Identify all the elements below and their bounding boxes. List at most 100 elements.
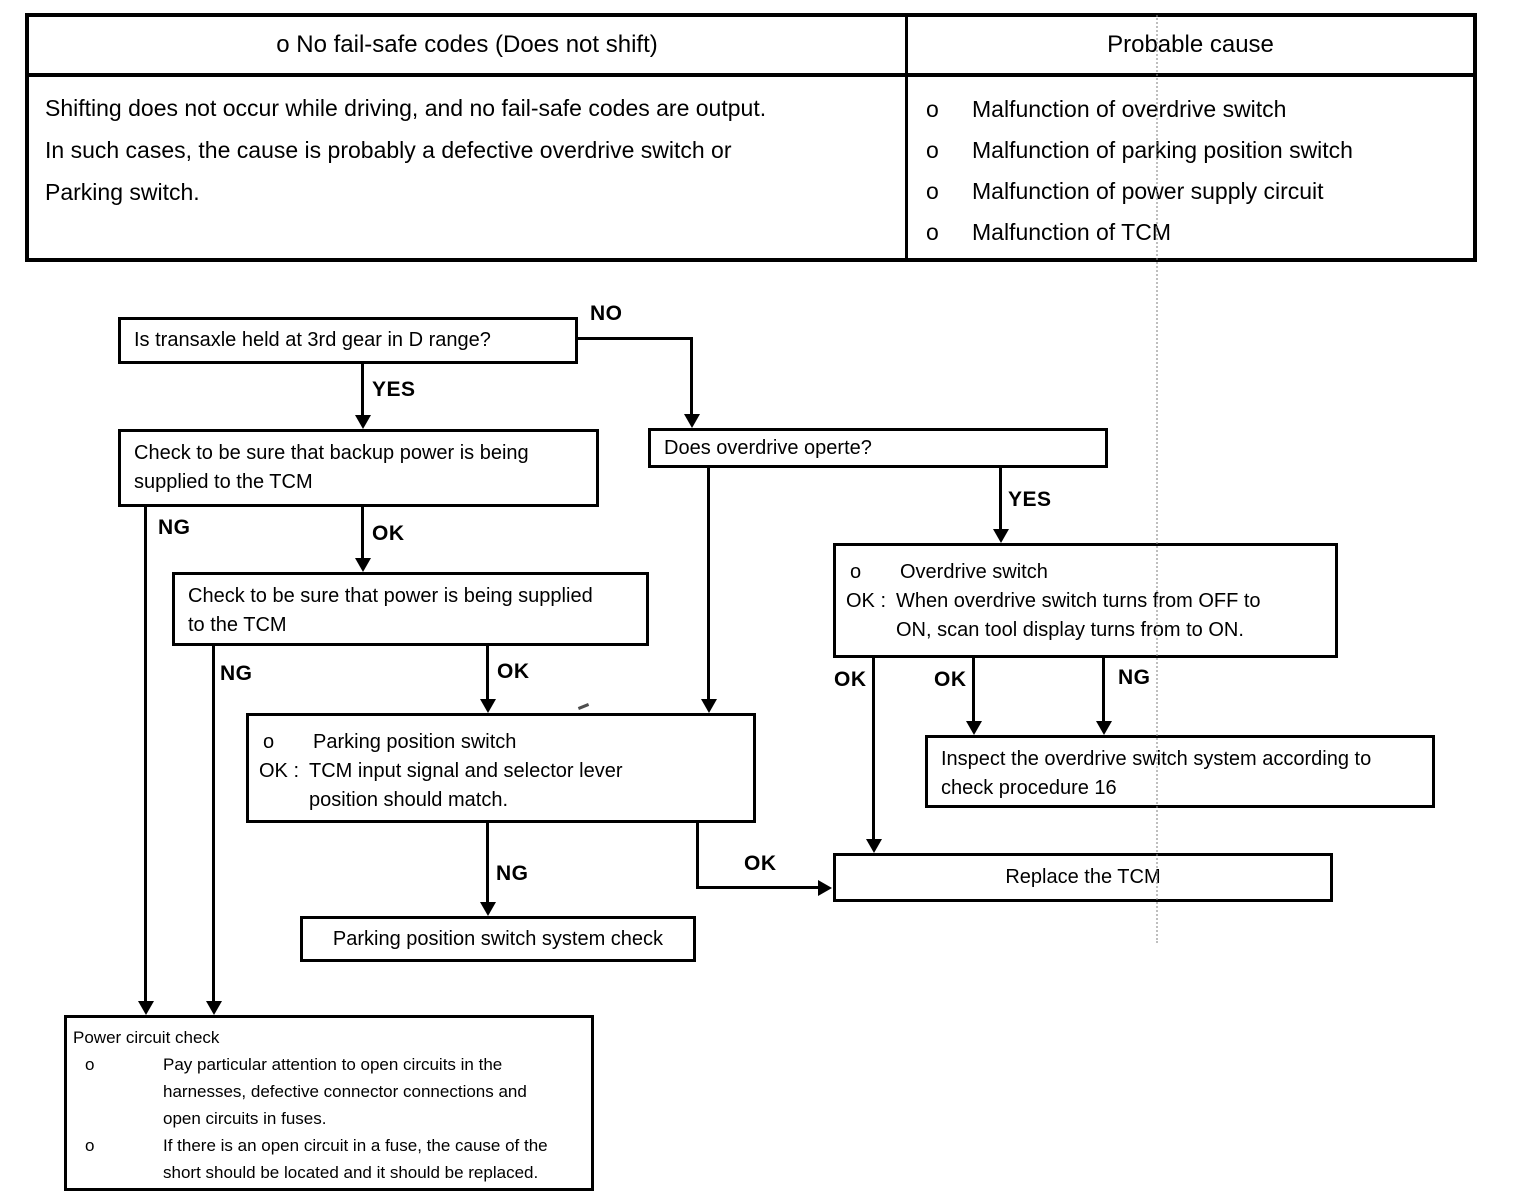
node-text: Does overdrive operte? [664,437,872,459]
arrow-down-icon [138,1001,154,1015]
arrow-down-icon [993,529,1009,543]
ok-criteria: OK : When overdrive switch turns from OF… [836,587,1335,645]
info-text: open circuits in fuses. [163,1109,327,1128]
connector-line [707,468,710,699]
symptom-table: o No fail-safe codes (Does not shift) Pr… [25,13,1477,262]
branch-label-ok: OK [934,668,967,691]
info-text: harnesses, defective connector connectio… [163,1082,527,1101]
bullet-icon: o [850,561,862,583]
connector-line [361,364,364,416]
connector-line [578,337,692,340]
arrow-down-icon [480,902,496,916]
branch-label-ok: OK [372,522,405,545]
node-inspect-overdrive: Inspect the overdrive switch system acco… [925,735,1435,808]
node-backup-power-check: Check to be sure that backup power is be… [118,429,599,507]
branch-label-ng: NG [158,516,191,539]
ok-text: ON, scan tool display turns from to ON. [896,619,1244,641]
cause-text: Malfunction of power supply circuit [972,178,1324,204]
node-title: Power circuit check [73,1028,220,1047]
arrow-down-icon [966,721,982,735]
bullet-icon: o [85,1136,95,1155]
ok-text: position should match. [309,789,509,811]
node-replace-tcm: Replace the TCM [833,853,1333,902]
probable-cause-list: o Malfunction of overdrive switch o Malf… [922,89,1465,253]
node-text: supplied to the TCM [134,471,313,493]
table-column-divider [905,17,908,258]
info-text: Pay particular attention to open circuit… [163,1055,503,1074]
connector-line [696,886,820,889]
info-text: short should be located and it should be… [163,1163,539,1182]
node-power-circuit-check: Power circuit check o Pay particular att… [64,1015,594,1191]
arrow-down-icon [701,699,717,713]
arrow-down-icon [355,415,371,429]
description-line: In such cases, the cause is probably a d… [45,137,732,163]
node-text: check procedure 16 [941,777,1117,799]
description-line: Shifting does not occur while driving, a… [45,95,767,121]
ok-prefix: OK : [846,590,887,612]
info-item: o If there is an open circuit in a fuse,… [67,1132,591,1186]
cause-item: o Malfunction of power supply circuit [922,171,1465,212]
scan-fold-line [1156,15,1158,943]
info-item: o Pay particular attention to open circu… [67,1051,591,1132]
node-transaxle-question: Is transaxle held at 3rd gear in D range… [118,317,578,364]
arrow-right-icon [818,880,832,896]
cause-item: o Malfunction of TCM [922,212,1465,253]
arrow-down-icon [355,558,371,572]
node-text: Replace the TCM [1005,866,1161,888]
connector-line [361,507,364,560]
connector-line [696,823,699,889]
cause-text: Malfunction of parking position switch [972,137,1353,163]
branch-label-ng: NG [220,662,253,685]
connector-line [486,646,489,702]
connector-line [486,823,489,904]
info-text: If there is an open circuit in a fuse, t… [163,1136,548,1155]
bullet-icon: o [85,1055,95,1074]
arrow-down-icon [866,839,882,853]
connector-line [999,468,1002,530]
node-text: Inspect the overdrive switch system acco… [941,748,1372,770]
ok-text: TCM input signal and selector lever [309,760,623,782]
arrow-down-icon [206,1001,222,1015]
connector-line [144,507,147,1002]
branch-label-ok: OK [834,668,867,691]
node-overdrive-switch-info: o Overdrive switch OK : When overdrive s… [833,543,1338,658]
symptom-header-cell: o No fail-safe codes (Does not shift) [276,31,658,58]
node-text: to the TCM [188,614,287,636]
info-item: o Overdrive switch [836,558,1335,587]
node-overdrive-question: Does overdrive operte? [648,428,1108,468]
bullet-icon: o [926,178,939,204]
branch-label-ng: NG [496,862,529,885]
arrow-down-icon [1096,721,1112,735]
connector-line [972,658,975,722]
cause-item: o Malfunction of parking position switch [922,130,1465,171]
node-parking-system-check: Parking position switch system check [300,916,696,962]
branch-label-yes: YES [1008,488,1052,511]
node-parking-switch-info: o Parking position switch OK : TCM input… [246,713,756,823]
probable-cause-header-cell: Probable cause [1107,31,1274,58]
cause-text: Malfunction of overdrive switch [972,96,1287,122]
symptom-description: Shifting does not occur while driving, a… [45,87,890,213]
bullet-icon: o [263,731,275,753]
connector-line [1102,658,1105,722]
branch-label-no: NO [590,302,623,325]
ok-prefix: OK : [259,760,300,782]
cause-item: o Malfunction of overdrive switch [922,89,1465,130]
node-text: Check to be sure that power is being sup… [188,585,593,607]
bullet-icon: o [926,96,939,122]
branch-label-ok: OK [744,852,777,875]
table-header-divider [29,73,1473,77]
node-text: Check to be sure that backup power is be… [134,442,529,464]
bullet-icon: o [926,219,939,245]
node-power-supply-check: Check to be sure that power is being sup… [172,572,649,646]
description-line: Parking switch. [45,179,200,205]
node-text: Parking position switch system check [332,927,664,950]
connector-line [690,337,693,416]
branch-label-ng: NG [1118,666,1151,689]
arrow-down-icon [684,414,700,428]
scan-speck [577,703,590,710]
ok-text: When overdrive switch turns from OFF to [896,590,1261,612]
branch-label-ok: OK [497,660,530,683]
arrow-down-icon [480,699,496,713]
bullet-icon: o [926,137,939,163]
